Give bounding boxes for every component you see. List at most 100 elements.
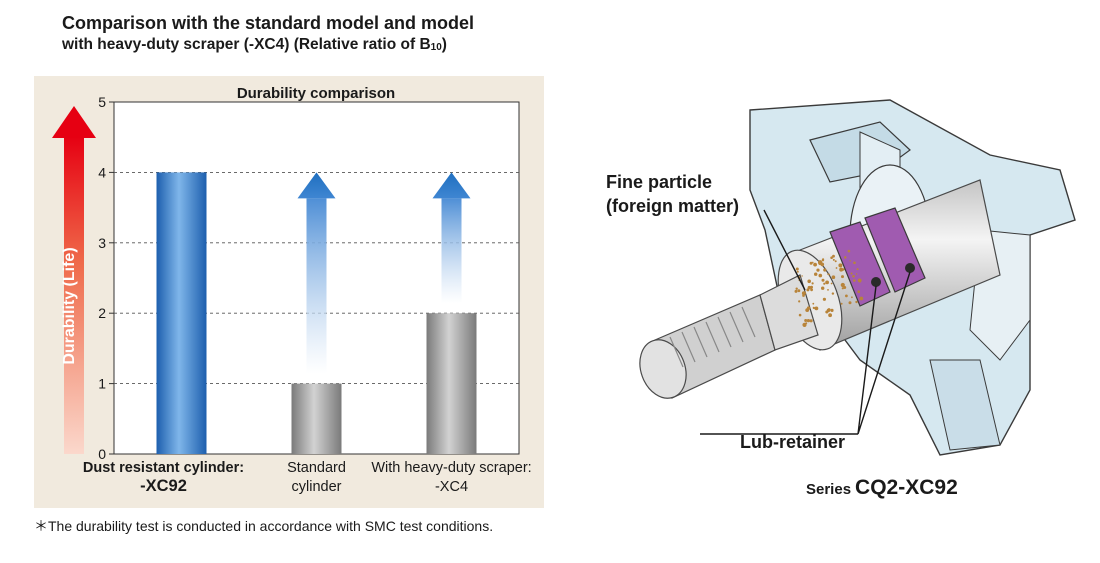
improvement-arrow-head-2	[432, 172, 471, 199]
particle	[845, 294, 848, 298]
chart-header-title: Comparison with the standard model and m…	[62, 12, 562, 59]
lub-retainer-label: Lub-retainer	[740, 432, 846, 452]
particle	[838, 263, 843, 268]
bar-1	[291, 383, 342, 454]
title-line-2-suffix: )	[441, 36, 447, 53]
particle	[855, 273, 858, 275]
particle	[807, 279, 811, 284]
x-label-1-line-0: Standard	[287, 460, 346, 476]
particle	[811, 282, 814, 285]
particle	[821, 286, 825, 290]
y-axis-label: Durability (Life)	[61, 247, 78, 364]
particle	[806, 319, 810, 323]
particle	[816, 268, 820, 272]
title-subscript: 10	[430, 42, 442, 53]
particle	[849, 260, 851, 262]
particle	[810, 288, 813, 292]
particle	[855, 300, 858, 304]
particle	[825, 280, 829, 285]
particle	[794, 289, 798, 293]
fine-particle-label-line1: Fine particle	[606, 172, 713, 192]
particle	[839, 267, 844, 272]
particle	[848, 301, 852, 305]
particle	[805, 308, 810, 312]
y-tick-label-1: 1	[98, 376, 106, 392]
particle	[831, 292, 835, 295]
particle	[835, 267, 838, 269]
particle	[827, 289, 829, 291]
particle	[798, 313, 802, 317]
particle	[859, 296, 864, 301]
y-tick-label-4: 4	[98, 164, 106, 180]
particle	[821, 278, 825, 282]
x-label-2-line-1: -XC4	[435, 479, 468, 495]
y-tick-label-2: 2	[98, 305, 106, 321]
fine-particle-label-line2: (foreign matter)	[606, 196, 740, 216]
particle	[802, 294, 805, 297]
fine-particle-label: Fine particle (foreign matter)	[606, 170, 739, 218]
x-label-0-line-0: Dust resistant cylinder:	[83, 460, 244, 476]
y-tick-label-3: 3	[98, 235, 106, 251]
particle	[859, 280, 861, 283]
threaded-end	[639, 274, 819, 399]
improvement-arrow-shaft-1	[306, 198, 327, 374]
particle	[796, 270, 799, 273]
particle	[823, 268, 827, 272]
particle	[810, 285, 813, 289]
bar-0	[156, 172, 207, 454]
particle	[841, 287, 844, 290]
particle	[809, 319, 813, 323]
particle	[822, 297, 826, 301]
improvement-arrows	[297, 172, 471, 374]
particle	[823, 282, 826, 285]
particle	[801, 291, 806, 296]
particle	[814, 306, 819, 311]
x-label-2-line-0: With heavy-duty scraper:	[371, 460, 531, 476]
particle	[795, 267, 799, 271]
axis-arrow-shaft	[64, 136, 84, 454]
improvement-arrow-shaft-2	[441, 198, 462, 304]
particle	[814, 272, 818, 276]
particle	[830, 282, 833, 285]
particle	[832, 258, 835, 261]
bar-2	[426, 313, 477, 454]
bars	[156, 172, 477, 454]
particle	[813, 262, 817, 267]
particle	[851, 296, 853, 299]
fine-particle-leader	[763, 209, 806, 291]
particle	[853, 279, 856, 282]
particle	[812, 306, 815, 309]
particle	[831, 275, 836, 279]
particle	[821, 259, 825, 262]
particle	[809, 286, 811, 288]
axis-arrow-head	[52, 106, 96, 138]
particle	[844, 256, 847, 259]
lub-retainer-leader	[700, 271, 911, 435]
x-category-labels: Dust resistant cylinder:-XC92Standardcyl…	[83, 460, 532, 495]
title-line-2: with heavy-duty scraper (-XC4) (Relative…	[62, 34, 562, 59]
particle	[805, 322, 808, 325]
particle	[841, 275, 844, 279]
x-label-0-line-1: -XC92	[140, 477, 187, 495]
particle	[832, 254, 835, 258]
particle	[827, 273, 829, 275]
particle	[834, 260, 837, 263]
particle	[857, 290, 860, 293]
series-model: CQ2-XC92	[855, 476, 958, 499]
y-tick-label-5: 5	[98, 94, 106, 110]
particle	[818, 273, 823, 278]
particle	[795, 287, 798, 290]
title-line-2-prefix: with heavy-duty scraper (-XC4) (Relative…	[62, 36, 431, 53]
particle	[840, 282, 845, 288]
y-axis-arrow	[52, 106, 96, 454]
particle	[840, 302, 843, 305]
foreign-particles	[794, 249, 864, 327]
particle	[847, 249, 851, 253]
particle	[797, 289, 801, 293]
particle	[856, 268, 859, 271]
particle	[809, 261, 813, 265]
